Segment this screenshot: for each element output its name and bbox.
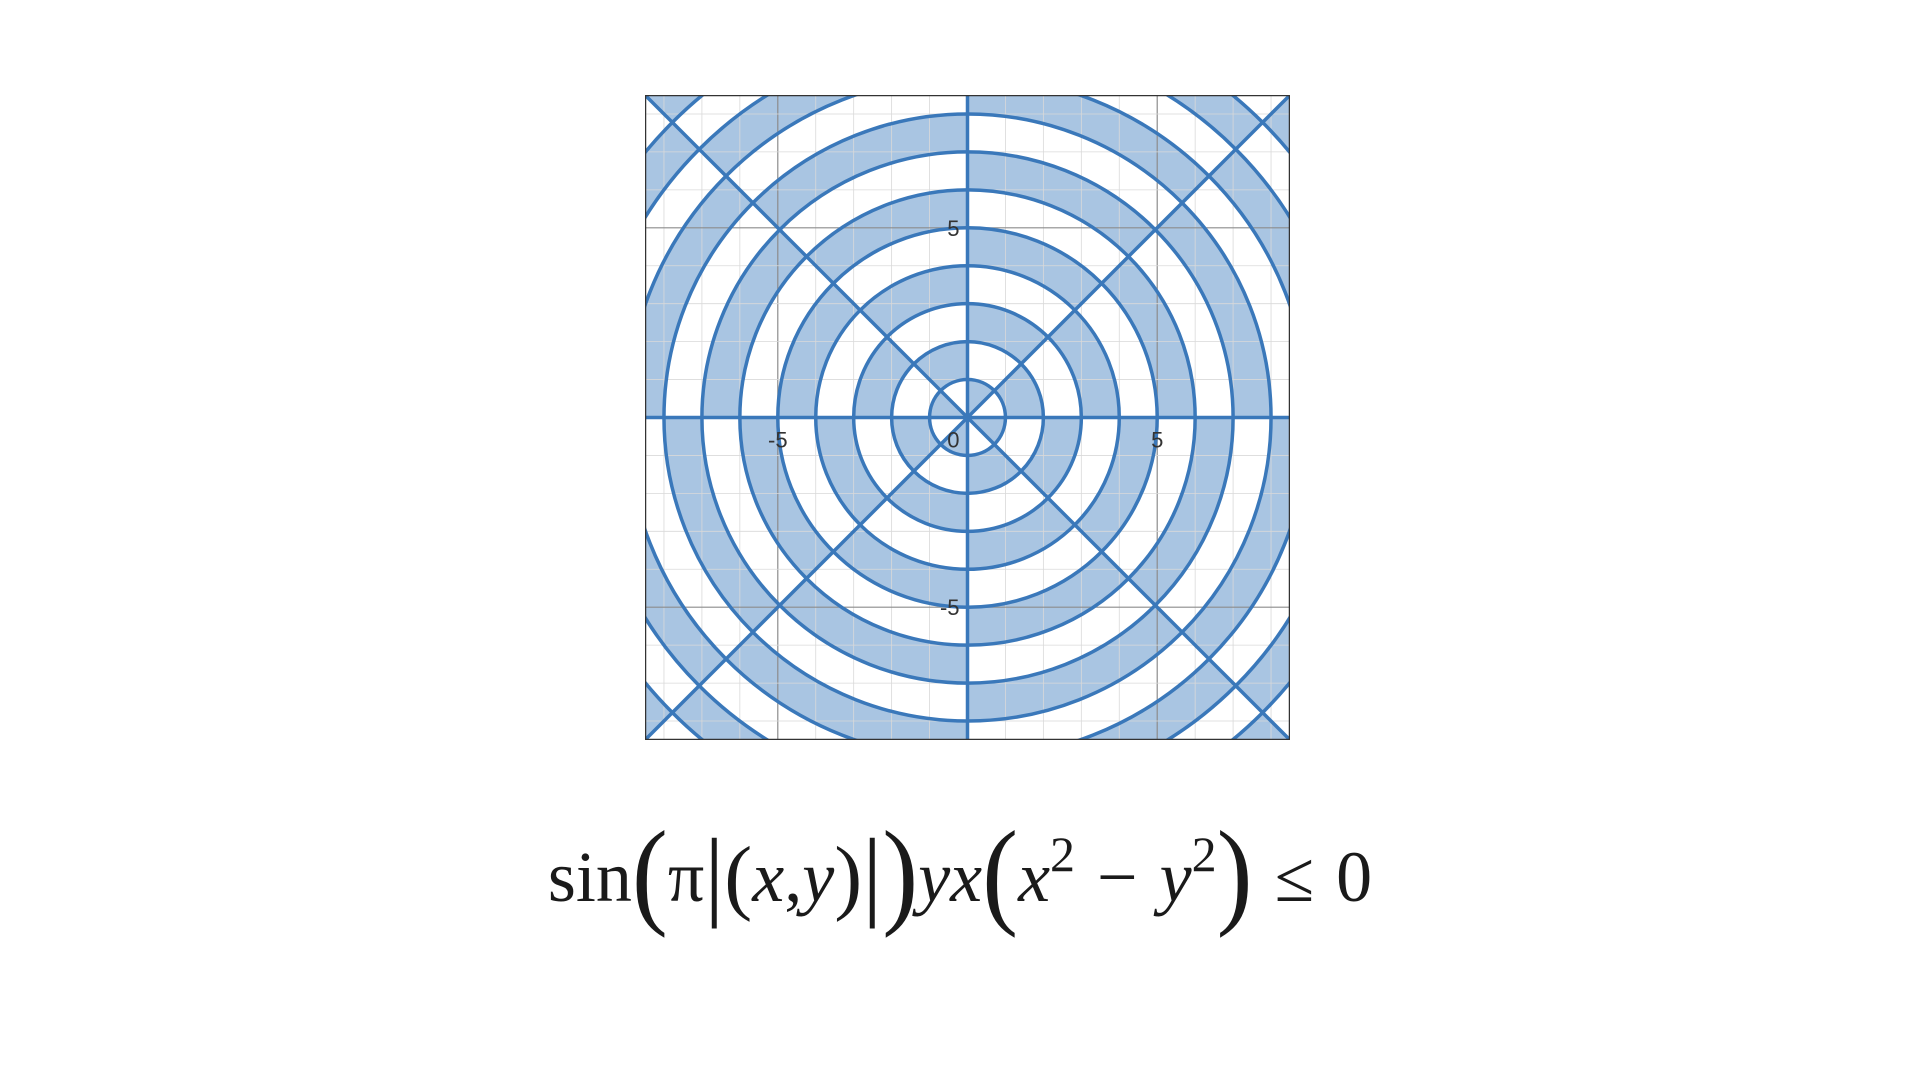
region-band — [967, 151, 1156, 257]
implicit-plot: -5 5 5 -5 0 — [645, 95, 1290, 740]
exponent-y: 2 — [1191, 826, 1217, 882]
region-band — [891, 417, 941, 472]
region-band — [1182, 417, 1290, 659]
boundary-curves — [645, 95, 1290, 740]
region-band — [701, 229, 807, 418]
region-band — [967, 95, 1209, 203]
big-close-paren: ) — [882, 808, 919, 939]
minus-sign: − — [1097, 837, 1138, 917]
var-yx: yx — [918, 837, 983, 917]
y-tick-label: 5 — [947, 216, 959, 241]
region-band — [752, 113, 968, 230]
region-band — [860, 265, 968, 338]
region-band — [967, 379, 995, 418]
region-band — [1021, 417, 1082, 498]
inequality-formula: sin(π|(x,y)|)yx(x2−y2)≤0 — [0, 814, 1920, 933]
abs-bar-right: | — [862, 818, 883, 929]
region-band — [645, 122, 700, 218]
big-close-paren-2: ) — [1216, 808, 1253, 939]
shaded-region — [645, 95, 1290, 740]
region-band — [967, 303, 1048, 364]
x-tick-label: -5 — [768, 428, 788, 453]
region-band — [994, 363, 1044, 418]
region-band — [940, 417, 968, 456]
region-band — [1128, 417, 1234, 606]
region-band — [645, 95, 703, 123]
x-tick-label: 5 — [1151, 428, 1163, 453]
region-band — [1047, 310, 1120, 418]
region-band — [1232, 712, 1290, 740]
abs-bar-left: | — [704, 818, 725, 929]
region-band — [853, 337, 914, 418]
region-band — [1262, 95, 1290, 153]
big-open-paren: ( — [631, 808, 668, 939]
var-y-squared-base: y — [1159, 837, 1192, 917]
origin-label: 0 — [947, 428, 959, 453]
region-band — [887, 471, 968, 532]
boundary-line-antidiagonal — [645, 95, 1290, 740]
region-band — [815, 417, 888, 525]
region-band — [777, 283, 861, 418]
var-y: y — [802, 837, 835, 917]
region-band — [663, 417, 780, 633]
region-band — [645, 176, 753, 418]
region-band — [967, 227, 1102, 311]
y-tick-label: -5 — [940, 595, 960, 620]
region-band — [1235, 617, 1290, 713]
plot-border — [645, 95, 1290, 740]
var-x: x — [752, 837, 785, 917]
sin-function: sin — [547, 837, 632, 917]
big-open-paren-2: ( — [982, 808, 1019, 939]
region-band — [779, 578, 968, 684]
open-paren: ( — [724, 830, 753, 923]
leq-sign: ≤ — [1274, 837, 1315, 917]
region-band — [739, 417, 834, 579]
region-band — [1167, 95, 1263, 150]
region-band — [672, 685, 768, 740]
region-band — [913, 341, 968, 391]
zero: 0 — [1336, 837, 1373, 917]
region-band — [726, 632, 968, 740]
tick-labels: -5 5 5 -5 0 — [768, 216, 1163, 620]
exponent-x: 2 — [1050, 826, 1076, 882]
region-band — [806, 189, 968, 284]
region-band — [645, 682, 673, 740]
region-band — [833, 524, 968, 608]
region-band — [967, 417, 1006, 445]
pi-symbol: π — [667, 837, 705, 917]
region-band — [967, 605, 1183, 722]
region-band — [1101, 256, 1196, 418]
comma: , — [784, 837, 803, 917]
var-x-squared-base: x — [1018, 837, 1051, 917]
region-band — [967, 551, 1129, 646]
region-band — [929, 390, 968, 418]
region-band — [967, 444, 1022, 494]
region-band — [1074, 417, 1158, 552]
region-band — [1155, 202, 1272, 418]
close-paren: ) — [834, 830, 863, 923]
region-band — [967, 497, 1075, 570]
